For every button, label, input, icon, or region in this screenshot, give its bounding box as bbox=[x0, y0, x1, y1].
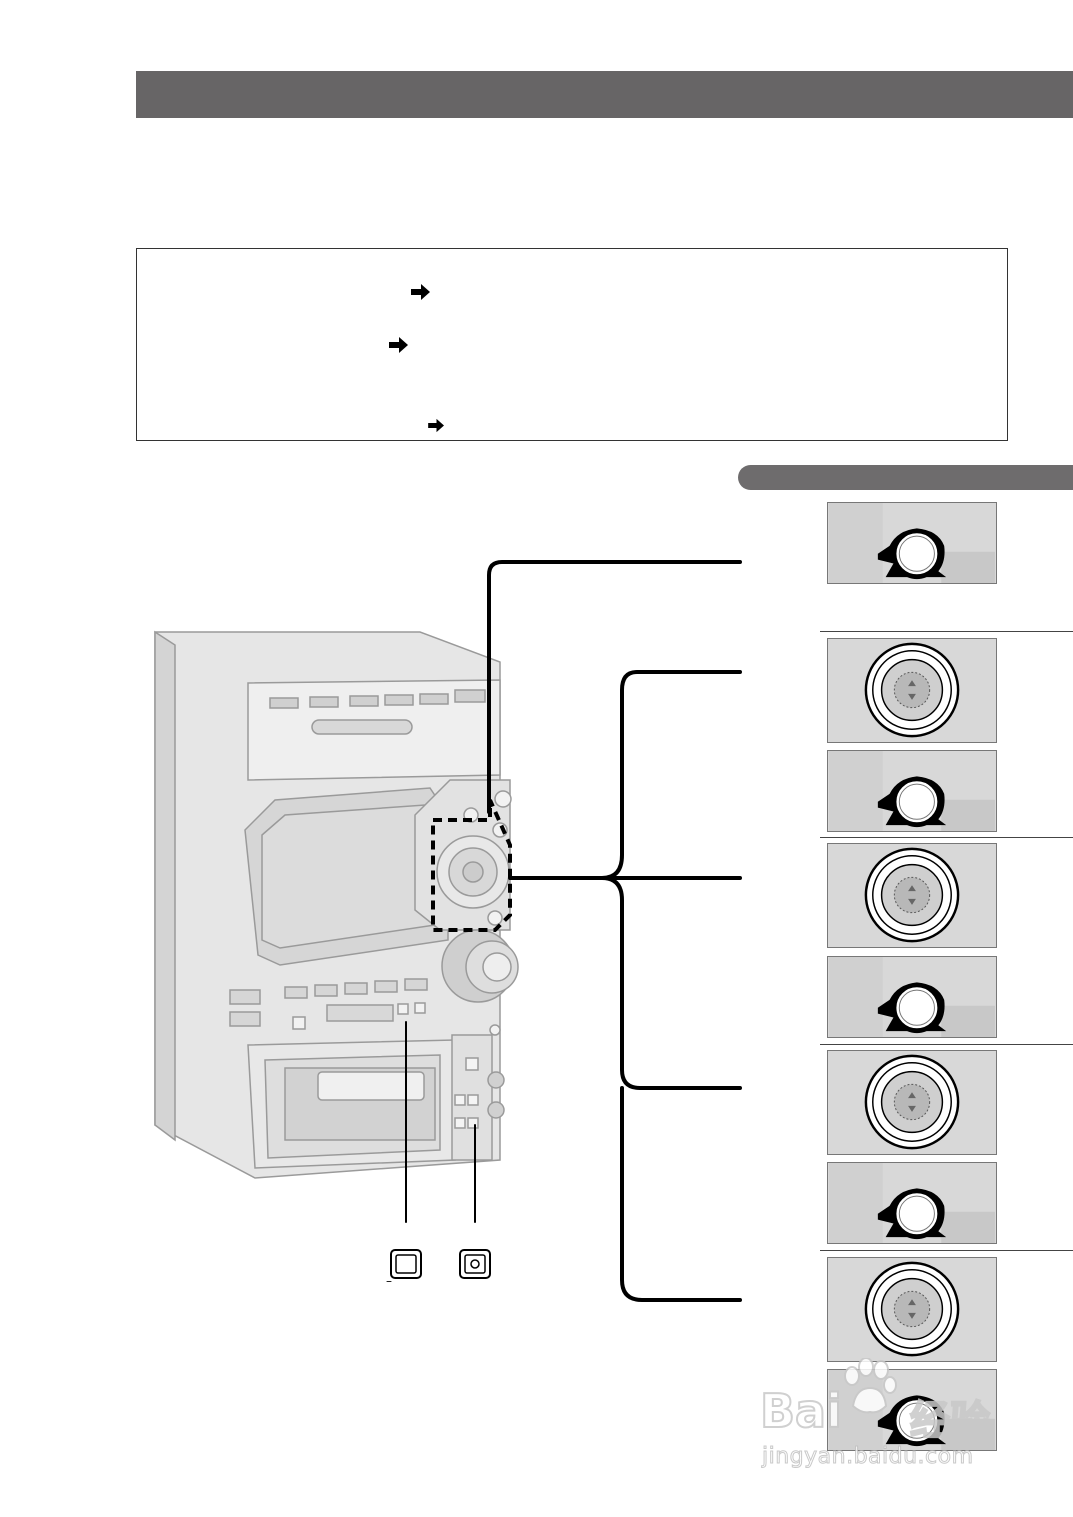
baidu-paw-icon bbox=[844, 1358, 897, 1414]
step-divider bbox=[820, 837, 1073, 838]
knob-press-panel bbox=[827, 843, 997, 948]
watermark-url: jingyan.baidu.com bbox=[762, 1444, 974, 1470]
knob-turn-panel bbox=[827, 750, 997, 832]
knob-press-panel bbox=[827, 638, 997, 743]
knob-turn-icon bbox=[829, 503, 995, 583]
knob-press-icon bbox=[864, 642, 960, 738]
knob-turn-icon bbox=[829, 1370, 995, 1450]
watermark-brand-cn: 经验 bbox=[909, 1397, 991, 1445]
baidu-watermark: Bai 经验 jingyan.baidu.com bbox=[759, 1358, 1020, 1478]
knob-press-icon bbox=[864, 1054, 960, 1150]
highlight-dashed-outline bbox=[431, 799, 512, 932]
step-divider bbox=[820, 631, 1073, 632]
knob-turn-panel bbox=[827, 1369, 997, 1451]
step-divider bbox=[820, 1250, 1073, 1251]
knob-turn-icon bbox=[829, 751, 995, 831]
knob-turn-panel bbox=[827, 502, 997, 584]
steps-header-pill bbox=[738, 465, 1073, 490]
knob-turn-panel bbox=[827, 1162, 997, 1244]
step-divider bbox=[820, 1044, 1073, 1045]
right-arrow-icon bbox=[428, 418, 444, 433]
left-button-mark: – bbox=[386, 1274, 392, 1288]
knob-turn-icon bbox=[829, 1163, 995, 1243]
knob-press-icon bbox=[864, 847, 960, 943]
knob-turn-panel bbox=[827, 956, 997, 1038]
connector-lines bbox=[405, 560, 742, 1302]
knob-turn-icon bbox=[829, 957, 995, 1037]
knob-press-panel bbox=[827, 1257, 997, 1362]
knob-press-panel bbox=[827, 1050, 997, 1155]
knob-press-icon bbox=[864, 1261, 960, 1357]
watermark-brand-latin: Bai bbox=[759, 1383, 843, 1439]
info-box bbox=[136, 248, 1008, 441]
section-header-bar bbox=[136, 71, 1073, 118]
stereo-unit bbox=[154, 630, 519, 1179]
right-arrow-icon bbox=[411, 284, 430, 300]
right-arrow-icon bbox=[389, 337, 408, 353]
